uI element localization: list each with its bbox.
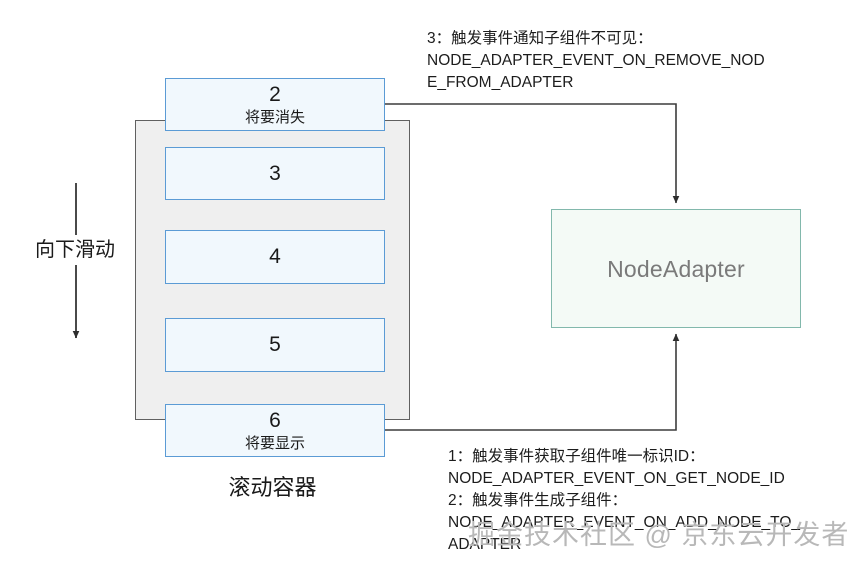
scroll-item-number: 6: [269, 408, 281, 432]
scroll-item-sublabel: 将要显示: [244, 434, 305, 452]
arrow-remove-node: [385, 103, 680, 204]
scroll-item-number: 3: [269, 161, 281, 185]
scroll-direction-label: 向下滑动: [16, 235, 134, 265]
scroll-item-4[interactable]: 4: [165, 230, 385, 284]
scroll-item-number: 2: [269, 82, 281, 106]
watermark: 掘金技术社区 @ 京东云开发者: [468, 520, 850, 550]
scroll-item-5[interactable]: 5: [165, 318, 385, 372]
scroll-item-sublabel: 将要消失: [244, 108, 305, 126]
node-adapter-box[interactable]: NodeAdapter: [551, 209, 801, 328]
arrow-add-node: [385, 333, 680, 431]
scroll-item-6[interactable]: 6 将要显示: [165, 404, 385, 457]
annotation-remove-node: 3：触发事件通知子组件不可见： NODE_ADAPTER_EVENT_ON_RE…: [427, 30, 765, 91]
annotation-add-node: 1：触发事件获取子组件唯一标识ID： NODE_ADAPTER_EVENT_ON…: [448, 448, 801, 553]
scroll-item-number: 4: [269, 245, 281, 268]
node-adapter-label: NodeAdapter: [607, 255, 745, 282]
scroll-container-caption: 滚动容器: [228, 475, 317, 500]
scroll-item-3[interactable]: 3: [165, 147, 385, 200]
scroll-item-2[interactable]: 2 将要消失: [165, 78, 385, 131]
scroll-item-number: 5: [269, 333, 281, 356]
